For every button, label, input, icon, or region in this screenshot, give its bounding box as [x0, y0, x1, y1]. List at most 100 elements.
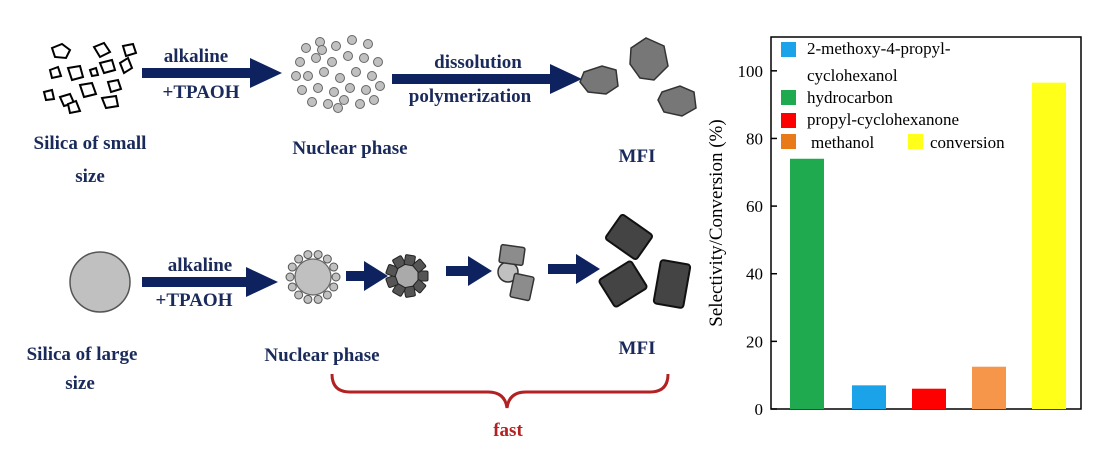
- legend-swatch: [781, 90, 796, 105]
- legend-label: propyl-cyclohexanone: [807, 110, 959, 129]
- y-tick-label: 60: [746, 197, 763, 216]
- top-arrow-2-label-bottom: polymerization: [409, 86, 532, 107]
- nucleus-dot: [317, 45, 327, 55]
- sphere-core: [294, 258, 332, 296]
- bottom-arrow-2: [346, 261, 388, 291]
- bottom-nuclear-label: Nuclear phase: [264, 345, 379, 366]
- top-mfi-label: MFI: [619, 146, 656, 167]
- surface-cube: [412, 258, 427, 273]
- nucleus-dot: [355, 99, 365, 109]
- fast-brace: [330, 373, 670, 409]
- nucleus-dot: [333, 103, 343, 113]
- nucleus-dot: [319, 67, 329, 77]
- y-tick-label: 80: [746, 129, 763, 148]
- bottom-arrow-1-label-top: alkaline: [168, 255, 232, 276]
- surface-cube: [385, 264, 399, 278]
- surface-nucleus: [303, 294, 313, 304]
- nucleus-dot: [339, 95, 349, 105]
- nucleus-dot: [303, 71, 313, 81]
- nucleus-dot: [361, 85, 371, 95]
- top-arrow-1-label-bottom: +TPAOH: [163, 82, 240, 103]
- nucleus-dot: [347, 35, 357, 45]
- surface-nucleus: [322, 290, 332, 300]
- y-tick-label: 100: [738, 62, 764, 81]
- surface-nucleus: [313, 294, 323, 304]
- bottom-arrow-1-label-bottom: +TPAOH: [156, 290, 233, 311]
- top-arrow-2: [392, 64, 582, 94]
- bottom-nuclear-sphere-cubes: [385, 254, 429, 298]
- surface-nucleus: [313, 250, 323, 260]
- large-silica-label-2: size: [65, 373, 95, 394]
- legend-swatch: [781, 42, 796, 57]
- small-silica-cluster: [42, 41, 138, 115]
- surface-cube: [417, 270, 429, 282]
- bottom-crystallizing-particle: [497, 243, 535, 302]
- top-mfi-particles: [579, 37, 697, 117]
- nucleus-dot: [297, 85, 307, 95]
- legend-label: hydrocarbon: [807, 88, 893, 107]
- surface-cube: [385, 274, 399, 288]
- surface-nucleus: [329, 262, 339, 272]
- small-silica-label-1: Silica of small: [34, 133, 147, 154]
- y-tick-label: 0: [755, 400, 764, 419]
- y-axis-label: Selectivity/Conversion (%): [706, 119, 727, 326]
- small-silica-label-2: size: [75, 166, 105, 187]
- nucleus-dot: [343, 51, 353, 61]
- legend-label: methanol: [811, 133, 875, 152]
- legend-label: 2-methoxy-4-propyl-: [807, 39, 951, 58]
- chart-legend: 2-methoxy-4-propyl-cyclohexanol hydrocarb…: [781, 39, 1005, 152]
- bottom-mfi-label: MFI: [619, 338, 656, 359]
- surface-nucleus: [285, 272, 295, 282]
- surface-nucleus: [287, 262, 297, 272]
- nucleus-dot: [335, 73, 345, 83]
- surface-cube: [392, 283, 406, 297]
- top-nuclear-phase-dots: [291, 35, 385, 113]
- nucleus-dot: [313, 83, 323, 93]
- fast-label: fast: [493, 420, 523, 441]
- surface-cube: [392, 255, 406, 269]
- bar-conversion: [1032, 82, 1066, 410]
- nucleus-dot: [369, 95, 379, 105]
- bar-hydrocarbon: [790, 158, 824, 409]
- legend-label: conversion: [930, 133, 1005, 152]
- surface-nucleus: [294, 290, 304, 300]
- nucleus-dot: [327, 57, 337, 67]
- large-silica-label-1: Silica of large: [27, 344, 138, 365]
- large-silica-sphere: [69, 251, 131, 313]
- legend-label-cont: cyclohexanol: [807, 66, 898, 85]
- surface-nucleus: [294, 254, 304, 264]
- surface-nucleus: [303, 250, 313, 260]
- bar-methanol: [972, 366, 1006, 409]
- surface-nucleus: [322, 254, 332, 264]
- top-nuclear-label: Nuclear phase: [292, 138, 407, 159]
- bottom-arrow-1: [142, 267, 278, 297]
- legend-swatch: [908, 134, 923, 149]
- legend-swatch: [781, 134, 796, 149]
- nucleus-dot: [311, 53, 321, 63]
- surface-nucleus: [329, 282, 339, 292]
- nucleus-dot: [323, 99, 333, 109]
- top-arrow-2-label-top: dissolution: [434, 52, 522, 73]
- surface-nucleus: [331, 272, 341, 282]
- nucleus-dot: [363, 39, 373, 49]
- surface-cube: [403, 285, 416, 298]
- surface-nucleus: [287, 282, 297, 292]
- bar-propyl-cyclohexanone: [912, 388, 946, 409]
- top-arrow-1: [142, 58, 282, 88]
- top-arrow-1-label-top: alkaline: [164, 46, 228, 67]
- nucleus-dot: [291, 71, 301, 81]
- bottom-arrow-4: [548, 254, 600, 284]
- bottom-nuclear-sphere-dotted: [285, 250, 341, 304]
- nucleus-dot: [345, 83, 355, 93]
- legend-swatch: [781, 113, 796, 128]
- nucleus-dot: [307, 97, 317, 107]
- y-tick-label: 20: [746, 332, 763, 351]
- bottom-arrow-3: [446, 256, 492, 286]
- nucleus-dot: [295, 57, 305, 67]
- nucleus-dot: [351, 67, 361, 77]
- nucleus-dot: [301, 43, 311, 53]
- nucleus-dot: [331, 41, 341, 51]
